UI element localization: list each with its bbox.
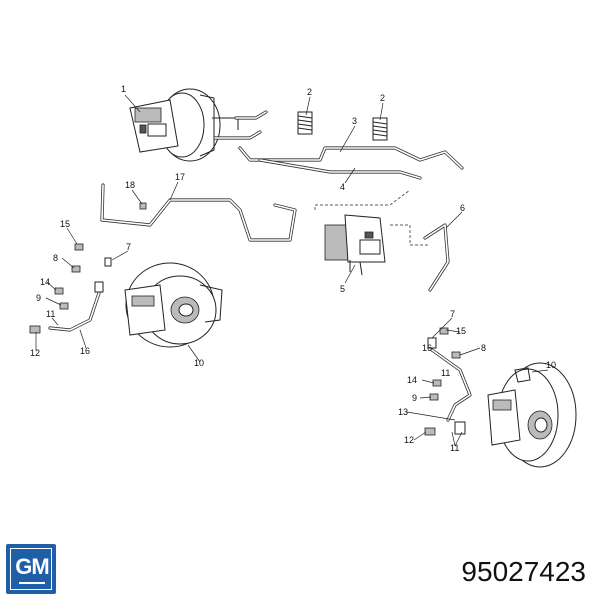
left-wheel-assembly	[124, 262, 223, 348]
callout-12: 12	[30, 348, 40, 358]
callout-5: 5	[340, 284, 345, 294]
callout-12-right: 12	[404, 435, 414, 445]
brake-booster	[129, 88, 239, 162]
callout-15-right: 15	[456, 326, 466, 336]
callout-11-right-b: 11	[450, 443, 459, 453]
callout-14-right: 14	[407, 375, 417, 385]
callout-15: 15	[60, 219, 70, 229]
callout-9: 9	[36, 293, 41, 303]
callout-7-right: 7	[450, 309, 455, 319]
right-wheel-assembly	[487, 362, 577, 468]
callout-16-right: 16	[422, 343, 432, 353]
callout-16: 16	[80, 346, 90, 356]
callout-2: 2	[307, 87, 312, 97]
callout-8-right: 8	[481, 343, 486, 353]
callout-11: 11	[46, 309, 55, 319]
callout-7: 7	[126, 242, 131, 252]
callout-1: 1	[121, 84, 126, 94]
callout-3: 3	[352, 116, 357, 126]
callout-6: 6	[460, 203, 465, 213]
gm-logo-underline	[19, 582, 45, 584]
callout-4: 4	[340, 182, 345, 192]
callout-11-right-a: 11	[441, 368, 450, 378]
callout-9-right: 9	[412, 393, 417, 403]
callout-14: 14	[40, 277, 50, 287]
abs-module	[324, 214, 386, 276]
callout-8: 8	[53, 253, 58, 263]
spring-clip-1	[297, 111, 313, 135]
gm-logo-frame: GM	[10, 548, 52, 590]
gm-logo: GM	[6, 544, 56, 594]
callout-13: 13	[398, 407, 408, 417]
callout-2b: 2	[380, 93, 385, 103]
part-number: 95027423	[461, 556, 586, 587]
callout-17: 17	[175, 172, 185, 182]
callout-10: 10	[194, 358, 204, 368]
gm-logo-text: GM	[15, 554, 49, 579]
callout-10-right: 10	[546, 360, 556, 370]
callout-18: 18	[125, 180, 135, 190]
spring-clip-2	[372, 117, 388, 141]
